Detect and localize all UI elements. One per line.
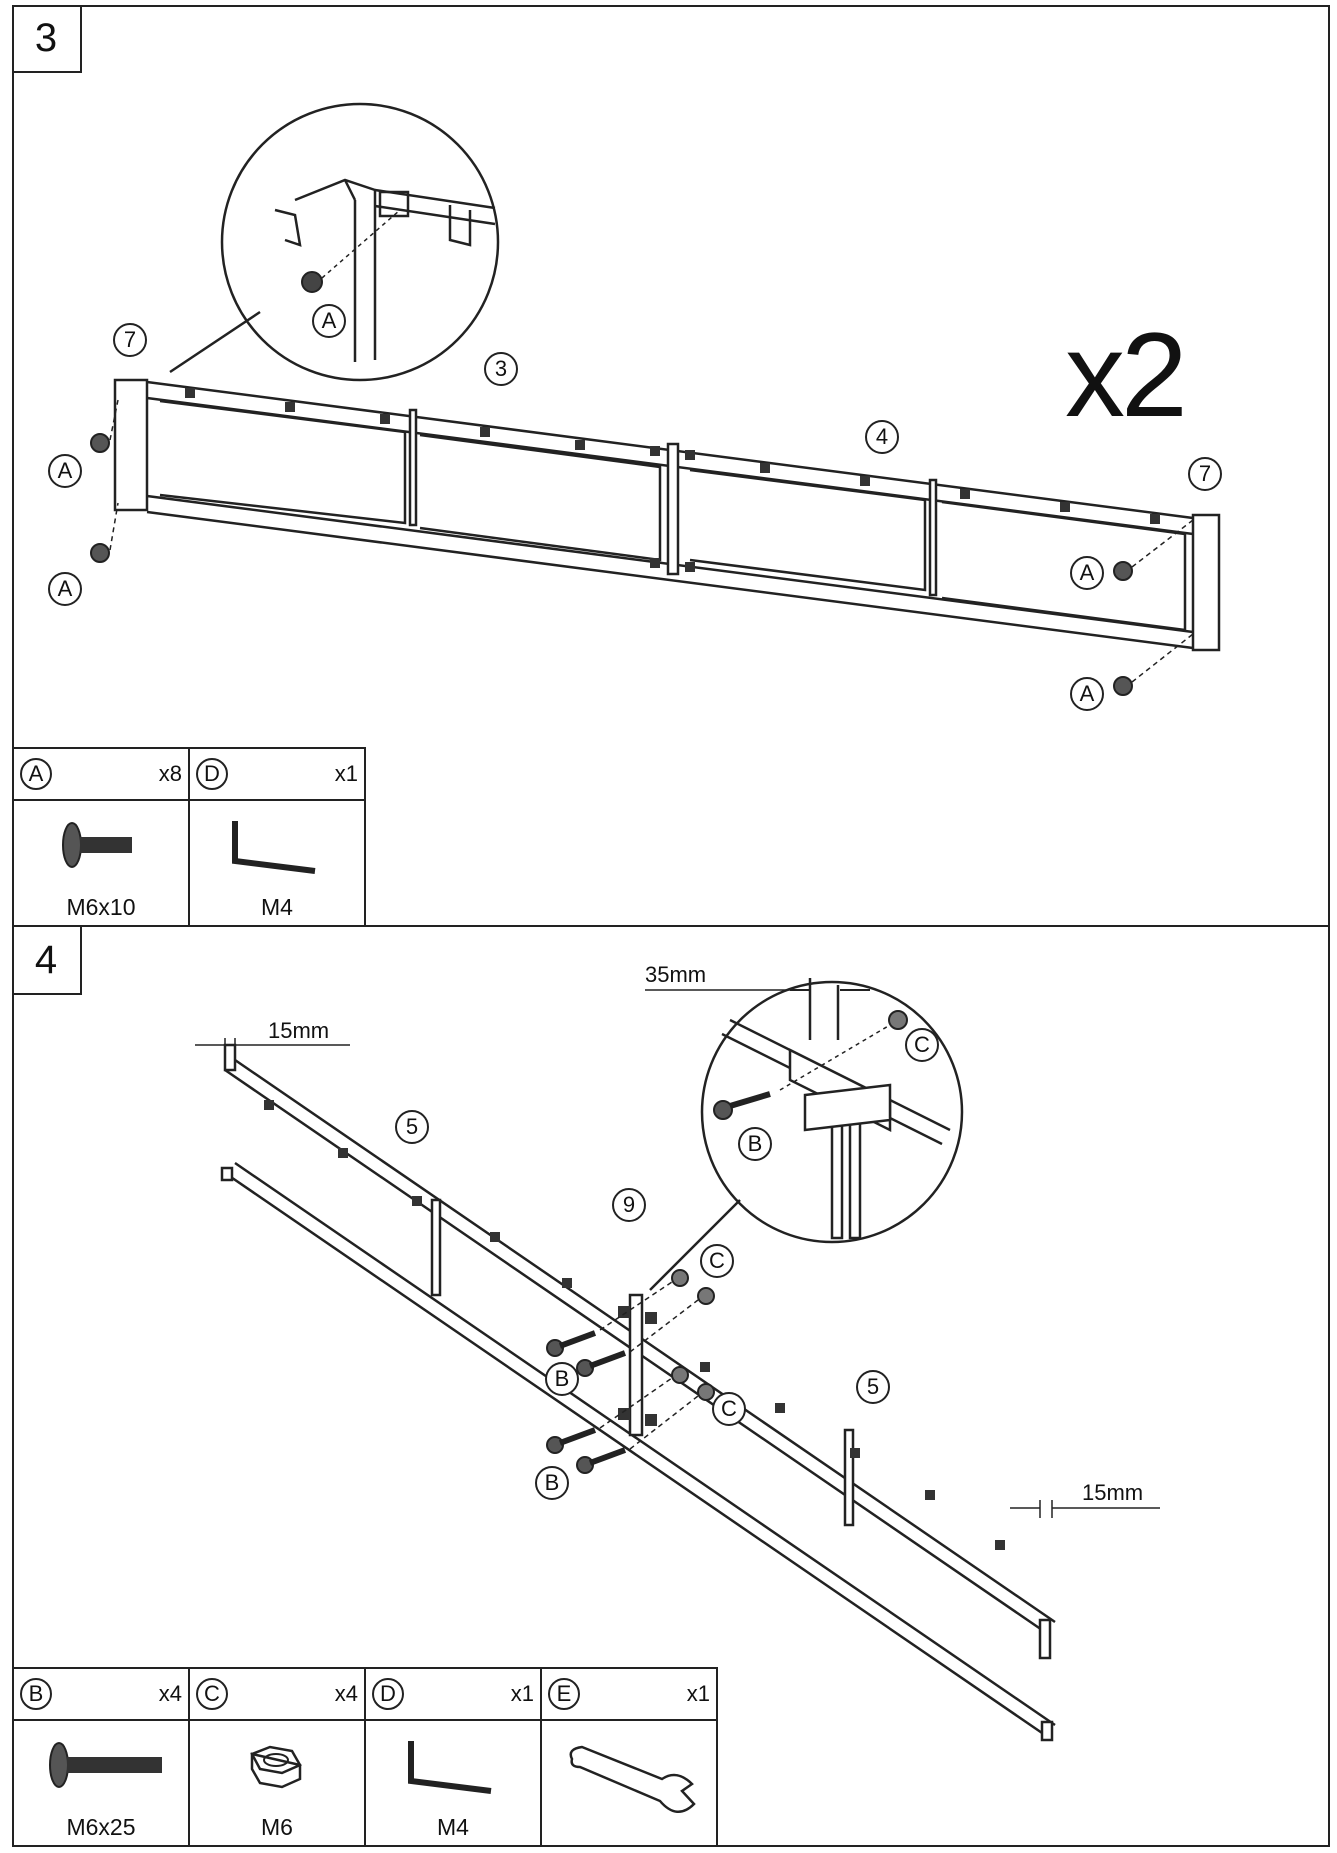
callout-part-7-left: 7 — [113, 323, 147, 357]
callout-bolt-b-2: B — [535, 1466, 569, 1500]
callout-part-5-right: 5 — [856, 1370, 890, 1404]
bolt-icon — [62, 822, 132, 868]
step-4-number: 4 — [12, 927, 82, 995]
dimension-15mm-left: 15mm — [268, 1018, 330, 1043]
part-cell-e — [540, 1719, 718, 1847]
dimension-15mm-right: 15mm — [1082, 1480, 1144, 1505]
callout-part-3: 3 — [484, 352, 518, 386]
callout-screw-a-detail: A — [312, 304, 346, 338]
left-end-post — [113, 378, 149, 512]
callout-nut-c-detail: C — [905, 1028, 939, 1062]
callout-nut-c-1: C — [700, 1244, 734, 1278]
step-divider — [12, 925, 1330, 927]
step-3-number: 3 — [12, 5, 82, 73]
callout-bolt-b-1: B — [545, 1362, 579, 1396]
part-cell-d: M4 — [364, 1719, 542, 1847]
dimension-35mm: 35mm — [645, 962, 707, 987]
long-bolt-icon — [49, 1742, 162, 1788]
nut-icon — [250, 1745, 302, 1789]
callout-part-7-right: 7 — [1188, 457, 1222, 491]
callout-screw-a-4: A — [1070, 677, 1104, 711]
wrench-icon — [569, 1745, 696, 1813]
callout-nut-c-2: C — [712, 1392, 746, 1426]
step-3-multiplier: x2 — [1065, 308, 1188, 442]
part-cell-b: M6x25 — [12, 1719, 190, 1847]
callout-screw-a-3: A — [1070, 556, 1104, 590]
callout-part-9: 9 — [612, 1188, 646, 1222]
callout-part-4: 4 — [865, 420, 899, 454]
part-cell-c: M6 — [188, 1719, 366, 1847]
right-end-post — [1191, 513, 1221, 652]
detail-zoom-circle — [220, 102, 500, 382]
part-cell-a: M6x10 — [12, 799, 190, 927]
callout-screw-a-1: A — [48, 454, 82, 488]
allen-key-icon — [232, 821, 316, 874]
allen-key-icon — [408, 1741, 492, 1794]
callout-part-5-left: 5 — [395, 1110, 429, 1144]
callout-bolt-b-detail: B — [738, 1127, 772, 1161]
part-cell-d: M4 — [188, 799, 366, 927]
step-3-illustration — [90, 102, 1221, 696]
callout-screw-a-2: A — [48, 572, 82, 606]
